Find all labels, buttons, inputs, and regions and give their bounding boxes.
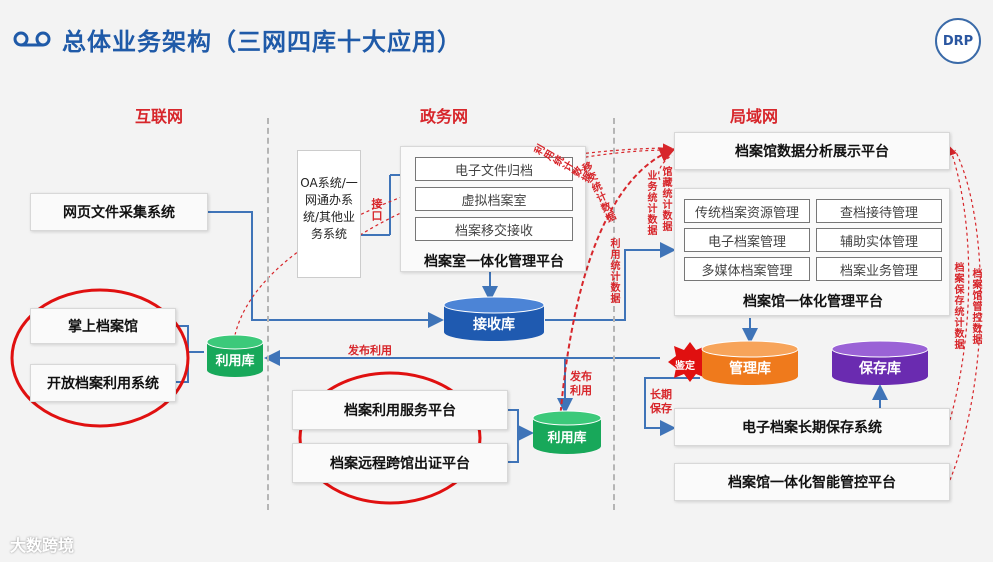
room-item-0: 电子文件归档 — [415, 157, 573, 181]
hall-item-2: 电子档案管理 — [684, 228, 810, 252]
highlight-ellipse-left — [10, 288, 190, 428]
room-item-1: 虚拟档案室 — [415, 187, 573, 211]
publish-label-2: 发布利用 — [570, 370, 592, 397]
zone-government-label: 政务网 — [420, 107, 469, 126]
voicemail-icon — [13, 31, 51, 47]
hall-platform-panel: 传统档案资源管理 查档接待管理 电子档案管理 辅助实体管理 多媒体档案管理 档案… — [674, 188, 950, 316]
divider-left — [267, 118, 269, 510]
hall-item-1: 查档接待管理 — [816, 199, 942, 223]
web-collect-system: 网页文件采集系统 — [30, 193, 208, 231]
open-archive-system: 开放档案利用系统 — [30, 364, 176, 402]
long-term-preserve-system: 电子档案长期保存系统 — [674, 408, 950, 446]
stats-label-3: 利用统计数据 — [608, 238, 619, 304]
use-db-label: 利用库 — [215, 354, 255, 369]
receive-db-cylinder — [443, 296, 545, 341]
preserve-db-cylinder — [831, 340, 929, 385]
appraise-label: 鉴定 — [675, 361, 695, 372]
manage-db-cylinder — [701, 340, 799, 385]
appraise-badge — [668, 342, 712, 382]
room-item-2: 档案移交接收 — [415, 217, 573, 241]
zone-lan-label: 局域网 — [730, 107, 779, 126]
drp-logo: DRP — [935, 18, 981, 64]
watermark: 大数跨境 — [10, 536, 75, 555]
analytics-platform: 档案馆数据分析展示平台 — [674, 132, 950, 170]
room-platform-title: 档案室一体化管理平台 — [424, 254, 564, 270]
hall-item-3: 辅助实体管理 — [816, 228, 942, 252]
stats-label-7: 档案馆管控数据 — [970, 268, 981, 345]
stats-label-6: 档案保存统计数据 — [952, 262, 963, 350]
hall-platform-title: 档案馆一体化管理平台 — [743, 294, 883, 310]
interface-label: 接口 — [370, 198, 383, 222]
service-platform: 档案利用服务平台 — [292, 390, 508, 430]
mobile-archive: 掌上档案馆 — [30, 308, 176, 344]
use-db-cylinder — [206, 334, 264, 377]
oa-system: OA系统/一网通办系统/其他业务系统 — [297, 150, 361, 278]
web-to-receive-line — [208, 211, 444, 328]
use-db2-label: 利用库 — [547, 431, 587, 446]
stats-label-2: 业务统计数据 — [645, 170, 656, 236]
hall-item-5: 档案业务管理 — [816, 257, 942, 281]
room-platform-panel: 电子文件归档 虚拟档案室 档案移交接收 档案室一体化管理平台 — [400, 146, 586, 272]
hall-item-0: 传统档案资源管理 — [684, 199, 810, 223]
manage-db-label: 管理库 — [729, 361, 771, 377]
remote-platform: 档案远程跨馆出证平台 — [292, 443, 508, 483]
use-db2-cylinder — [532, 410, 602, 454]
hall-item-4: 多媒体档案管理 — [684, 257, 810, 281]
page-title: 总体业务架构（三网四库十大应用） — [62, 28, 462, 56]
smart-control-platform: 档案馆一体化智能管控平台 — [674, 463, 950, 501]
divider-right — [613, 118, 615, 510]
publish-label: 发布利用 — [348, 344, 392, 357]
highlight-ellipse-middle — [298, 371, 482, 505]
stats-label-1: 馆藏统计数据 — [660, 166, 671, 232]
preserve-db-label: 保存库 — [859, 361, 901, 377]
long-preserve-label: 长期保存 — [650, 388, 672, 415]
zone-internet-label: 互联网 — [135, 107, 184, 126]
receive-db-label: 接收库 — [473, 317, 515, 333]
